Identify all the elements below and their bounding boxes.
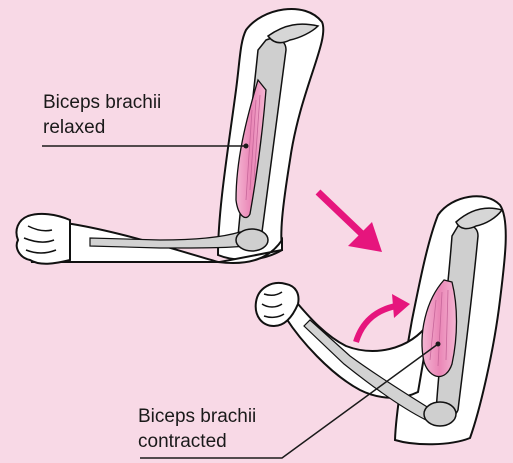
biceps-contracted-label-line1: Biceps brachii [138,404,256,429]
contracted-arm [256,196,506,444]
biceps-relaxed-label-line1: Biceps brachii [43,90,161,115]
contracted-forearm-skin [286,304,430,398]
biceps-relaxed-label: Biceps brachii relaxed [43,90,161,140]
biceps-relaxed-label-line2: relaxed [43,115,161,140]
transition-arrow [318,192,382,252]
biceps-contracted-label: Biceps brachii contracted [138,404,256,454]
contracted-leader-dot [436,342,441,347]
contracted-elbow-joint [424,402,456,426]
relaxed-elbow-joint [236,229,268,251]
relaxed-leader-dot [244,144,249,149]
biceps-contracted-label-line2: contracted [138,429,256,454]
flex-curved-arrow [356,294,410,342]
